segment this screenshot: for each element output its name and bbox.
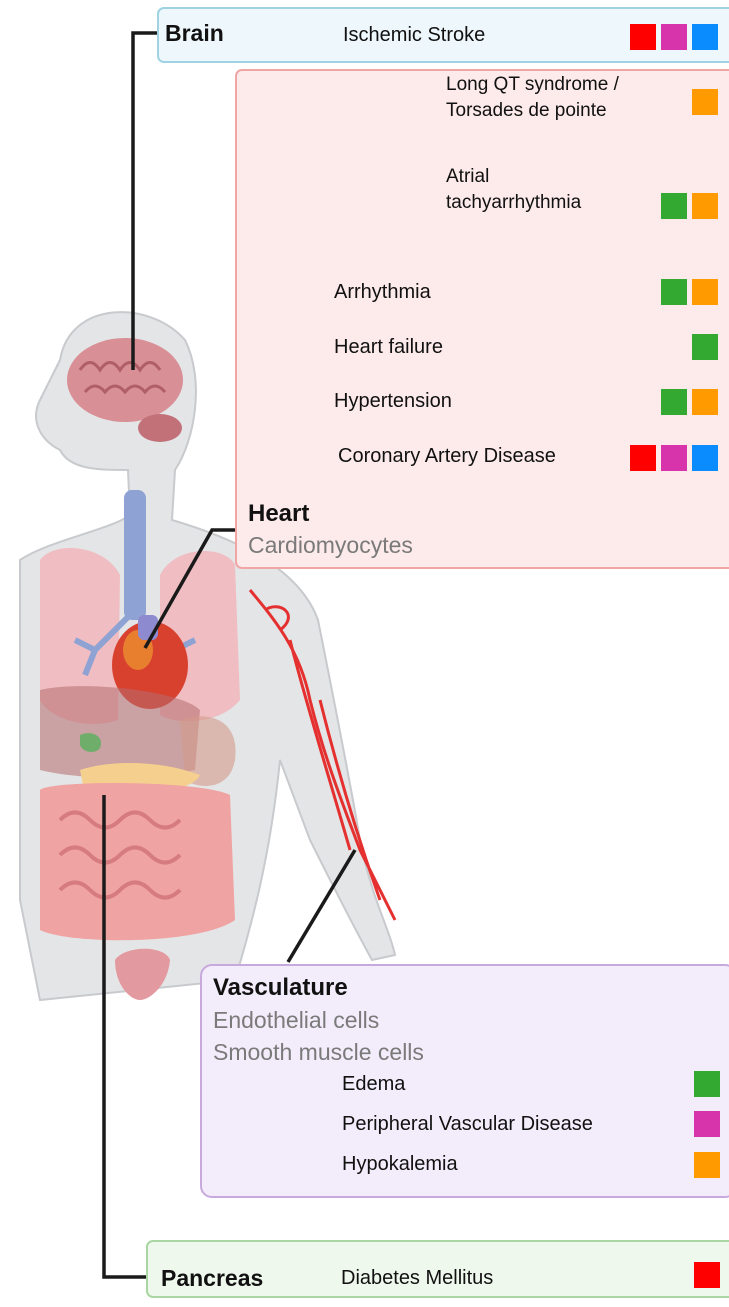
- intestines-organ: [40, 783, 235, 940]
- condition-ischemic-stroke: Ischemic Stroke: [343, 24, 485, 47]
- condition-hypertension: Hypertension: [334, 390, 452, 413]
- brain-organ-title: Brain: [165, 20, 224, 47]
- marker-green: [661, 193, 687, 219]
- marker-magenta: [694, 1111, 720, 1137]
- marker-blue: [692, 445, 718, 471]
- marker-green: [694, 1071, 720, 1097]
- heart-organ-title: Heart: [248, 500, 309, 528]
- condition-long-qt-line1: Long QT syndrome /: [446, 74, 619, 96]
- vasculature-cell-type: Endothelial cells: [213, 1007, 379, 1034]
- marker-orange: [692, 389, 718, 415]
- marker-red: [630, 24, 656, 50]
- condition-diabetes-mellitus: Diabetes Mellitus: [341, 1267, 493, 1290]
- marker-orange: [692, 89, 718, 115]
- marker-green: [661, 279, 687, 305]
- marker-orange: [692, 279, 718, 305]
- condition-arrhythmia: Arrhythmia: [334, 281, 431, 304]
- heart-panel: [235, 69, 729, 569]
- condition-atrial-line1: Atrial: [446, 166, 489, 188]
- heart-cell-type: Cardiomyocytes: [248, 532, 413, 559]
- marker-blue: [692, 24, 718, 50]
- condition-atrial-line2: tachyarrhythmia: [446, 192, 581, 214]
- vasculature-organ-title: Vasculature: [213, 974, 348, 1002]
- condition-peripheral-vascular-disease: Peripheral Vascular Disease: [342, 1113, 593, 1136]
- trachea-organ: [124, 490, 146, 620]
- marker-red: [630, 445, 656, 471]
- vasculature-cell-type: Smooth muscle cells: [213, 1039, 424, 1066]
- condition-hypokalemia: Hypokalemia: [342, 1153, 458, 1176]
- marker-magenta: [661, 445, 687, 471]
- condition-coronary-artery-disease: Coronary Artery Disease: [338, 445, 556, 468]
- marker-green: [692, 334, 718, 360]
- condition-heart-failure: Heart failure: [334, 336, 443, 359]
- marker-orange: [692, 193, 718, 219]
- condition-edema: Edema: [342, 1073, 405, 1096]
- pancreas-organ-title: Pancreas: [161, 1265, 263, 1292]
- marker-green: [661, 389, 687, 415]
- condition-long-qt-line2: Torsades de pointe: [446, 100, 607, 122]
- marker-orange: [694, 1152, 720, 1178]
- marker-magenta: [661, 24, 687, 50]
- marker-red: [694, 1262, 720, 1288]
